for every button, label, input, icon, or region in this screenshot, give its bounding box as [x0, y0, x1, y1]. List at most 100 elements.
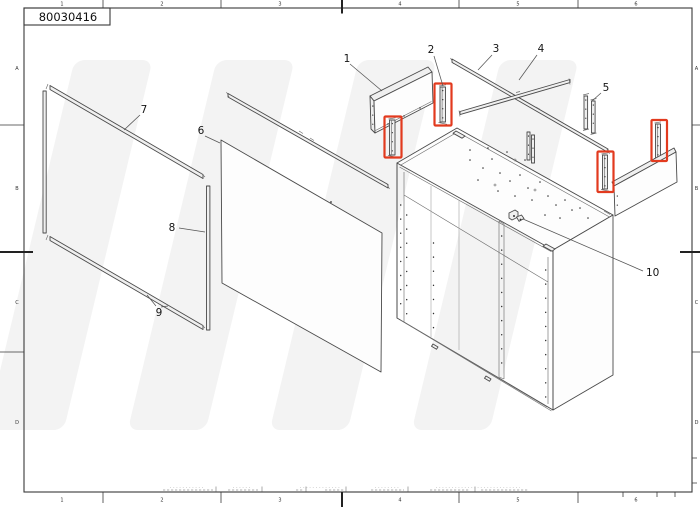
callout-label: 3: [493, 43, 500, 55]
highlight-boxes: [383, 82, 669, 194]
callout-label: 9: [156, 307, 163, 319]
grid-tick-left: [0, 124, 24, 353]
panel-6: [220, 139, 383, 373]
grid-row-label-right: D: [695, 420, 699, 426]
part-10-hardware: [508, 209, 525, 222]
grid-row-label-right: C: [695, 300, 699, 306]
callout-8: 8: [169, 222, 206, 234]
bracket-post: [600, 152, 610, 192]
grid-col-label-top: 1: [60, 2, 63, 8]
part-1-hole: [403, 115, 405, 117]
highlight-box: [383, 115, 403, 159]
callout-3: 3: [477, 43, 500, 71]
bracket-strip: [531, 134, 535, 164]
center-divider: [498, 220, 505, 380]
grid-col-label-bottom: 2: [160, 498, 163, 504]
grid-row-label-left: A: [15, 66, 19, 72]
top-front-inner-edge: [399, 166, 552, 252]
strip-end-caps: [45, 83, 206, 329]
bracket-caps: [582, 93, 597, 135]
rail-marks: [226, 91, 390, 190]
grid-col-label-top: 2: [160, 2, 163, 8]
grid-col-label-bottom: 1: [60, 498, 63, 504]
bracket-post: [387, 117, 397, 158]
callout-9: 9: [146, 294, 169, 319]
callout-10: 10: [522, 218, 659, 279]
callout-label: 1: [344, 53, 351, 65]
cabinet-right-face: [552, 214, 614, 411]
part-1-rail-panel: [369, 66, 434, 134]
part-1-hole: [387, 123, 389, 125]
title-block: 80030416: [23, 7, 111, 26]
callout-5: 5: [591, 82, 610, 102]
grid-col-label-bottom: 3: [278, 498, 281, 504]
rails: [226, 57, 610, 190]
callout-1: 1: [344, 53, 383, 92]
highlight-box: [650, 118, 669, 163]
callout-2: 2: [428, 44, 444, 87]
center-bracket-pair: [526, 131, 535, 164]
bracket-post: [653, 121, 663, 161]
callout-label: 6: [198, 125, 205, 137]
part-7-top-strip: [49, 85, 204, 179]
callout-label: 2: [428, 44, 435, 56]
left-vertical-strip: [42, 90, 47, 234]
grid-tick-bottom: [102, 492, 676, 503]
grid-row-label-left: D: [15, 420, 19, 426]
bracket-strip: [526, 131, 531, 161]
grid-row-label-left: B: [15, 186, 19, 192]
part-1-hole: [419, 107, 421, 109]
panel-hole: [330, 201, 332, 203]
grid-col-label-top: 6: [634, 2, 637, 8]
cabinet-body: [396, 127, 614, 412]
callout-7: 7: [123, 104, 148, 131]
corner-post-brackets: [387, 84, 663, 192]
drawing-number: 80030416: [39, 10, 98, 24]
corner-gusset: [542, 243, 556, 252]
border-frame: [23, 7, 693, 493]
callout-label: 10: [646, 267, 659, 279]
callout-label: 4: [538, 43, 545, 55]
bracket-post: [438, 84, 448, 125]
corner-gusset: [452, 130, 466, 139]
highlight-box: [433, 82, 453, 127]
grid-row-label-left: C: [15, 300, 19, 306]
callout-label: 8: [169, 222, 176, 234]
grid-col-label-top: 3: [278, 2, 281, 8]
bottom-rail: [400, 319, 552, 412]
part-6-panel: [220, 139, 383, 373]
bracket-strip: [591, 100, 596, 134]
grid-tick-top: [102, 0, 579, 8]
grid-col-label-top: 5: [516, 2, 519, 8]
callout-label: 5: [603, 82, 610, 94]
title-block-box: [23, 7, 111, 26]
grid-row-label-right: B: [695, 186, 699, 192]
bracket-strip: [583, 95, 589, 130]
grid-col-label-bottom: 5: [516, 498, 519, 504]
grid-col-label-top: 4: [398, 2, 401, 8]
callout-6: 6: [198, 125, 221, 144]
back-panel-seams: [430, 186, 460, 350]
watermark-stripe: [413, 60, 577, 430]
top-face-cross-marks: [493, 158, 537, 192]
highlight-box: [596, 150, 615, 194]
callout-label: 7: [141, 104, 148, 116]
corner-gusset: [603, 210, 611, 215]
grid-col-label-bottom: 4: [398, 498, 401, 504]
upper-left-rail: [227, 93, 389, 189]
callouts: 1 2 3 4 5 6 7 8: [123, 43, 659, 319]
cabinet-inner-walls: [403, 172, 549, 408]
part-5-bracket-pair: [582, 93, 597, 135]
rail-marks: [458, 78, 571, 117]
grid-col-label-bottom: 6: [634, 498, 637, 504]
callout-4: 4: [518, 43, 545, 81]
grid-row-label-right: A: [695, 66, 699, 72]
bottom-rail-clips: [431, 343, 492, 382]
fine-print-marks: [215, 486, 476, 492]
grid-tick-right: [692, 124, 700, 484]
side-panel-face: [613, 151, 678, 217]
watermark-stripe: [0, 60, 151, 430]
